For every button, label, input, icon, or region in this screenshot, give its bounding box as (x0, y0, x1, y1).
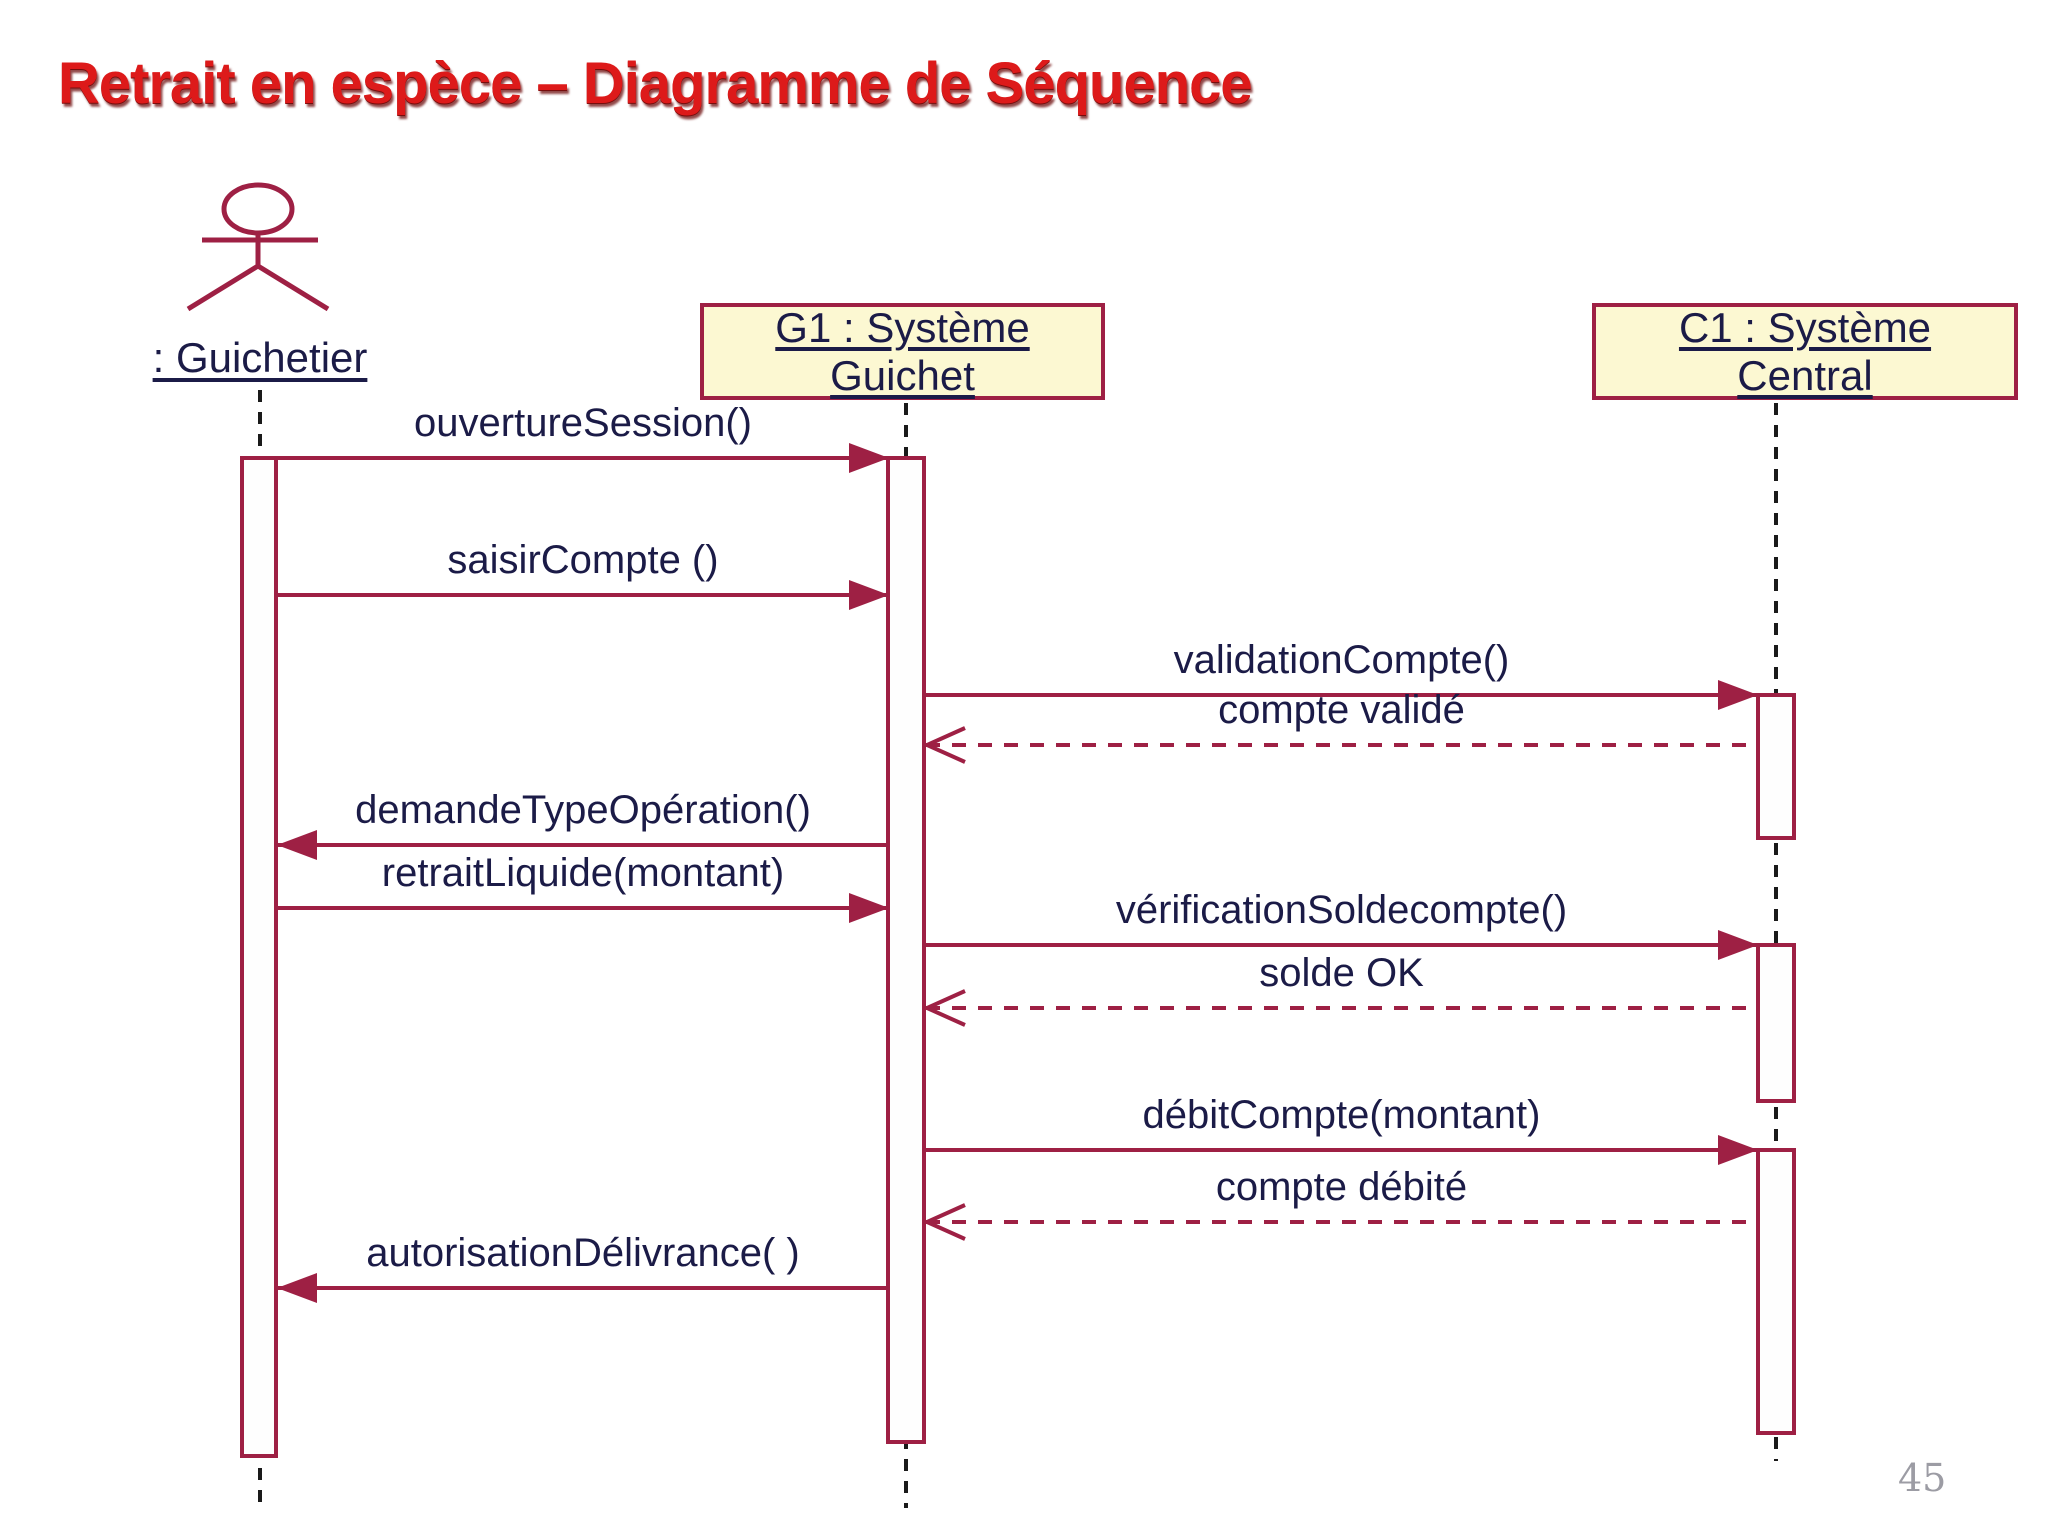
message-line (277, 1273, 888, 1303)
open-arrowhead-left-icon (923, 989, 966, 1027)
object-box-c1-line2: Central (1737, 351, 1873, 399)
lifeline-systeme-central (1774, 403, 1778, 1461)
object-box-g1-line1: G1 : Système (775, 304, 1030, 352)
message-line (926, 1135, 1758, 1165)
message-label: retraitLiquide(montant) (381, 851, 785, 895)
message-line (926, 680, 1758, 710)
message-label: solde OK (1259, 951, 1424, 995)
activation-bar-systeme-central-3 (1756, 1148, 1796, 1435)
filled-arrowhead-left-icon (277, 1273, 317, 1303)
filled-arrowhead-right-icon (849, 580, 889, 610)
activation-bar-guichetier (240, 456, 278, 1458)
activation-bar-systeme-central-2 (1756, 943, 1796, 1103)
message-line (278, 893, 889, 923)
message-line (923, 726, 1757, 764)
filled-arrowhead-right-icon (1718, 680, 1758, 710)
filled-arrowhead-right-icon (849, 893, 889, 923)
message-line (923, 989, 1757, 1027)
filled-arrowhead-right-icon (1718, 930, 1758, 960)
object-box-systeme-central: C1 : Système Central (1592, 303, 2018, 400)
message-line (278, 580, 889, 610)
message-line (278, 443, 889, 473)
filled-arrowhead-right-icon (849, 443, 889, 473)
object-box-c1-line1: C1 : Système (1678, 304, 1932, 352)
message-line (277, 830, 888, 860)
open-arrowhead-left-icon (923, 726, 966, 764)
page-number: 45 (1898, 1456, 1947, 1500)
object-box-systeme-guichet: G1 : Système Guichet (700, 303, 1105, 400)
message-label: débitCompte(montant) (1142, 1093, 1541, 1137)
activation-bar-systeme-central-1 (1756, 693, 1796, 840)
message-label: validationCompte() (1173, 638, 1510, 682)
actor-stick-figure-icon (186, 182, 330, 312)
message-label: saisirCompte () (447, 538, 719, 582)
message-label: ouvertureSession() (414, 401, 752, 445)
filled-arrowhead-right-icon (1718, 1135, 1758, 1165)
page-title: Retrait en espèce – Diagramme de Séquenc… (58, 51, 1253, 116)
message-label: demandeTypeOpération() (355, 788, 811, 832)
activation-bar-systeme-guichet (886, 456, 926, 1444)
message-label: autorisationDélivrance( ) (366, 1231, 800, 1275)
message-line (926, 930, 1758, 960)
message-line (923, 1203, 1757, 1241)
message-label: compte débité (1215, 1165, 1468, 1209)
message-label: compte validé (1218, 688, 1465, 732)
actor-label-guichetier: : Guichetier (152, 334, 368, 381)
message-label: vérificationSoldecompte() (1115, 888, 1568, 932)
filled-arrowhead-left-icon (277, 830, 317, 860)
object-box-g1-line2: Guichet (830, 351, 975, 399)
open-arrowhead-left-icon (923, 1203, 966, 1241)
